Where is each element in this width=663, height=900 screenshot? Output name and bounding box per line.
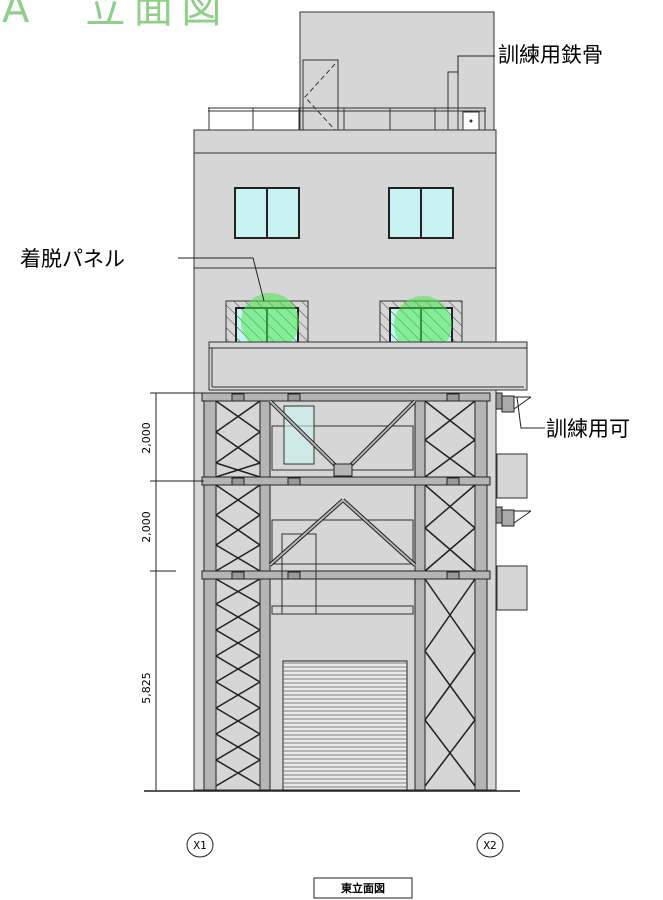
svg-text:X2: X2 (483, 839, 496, 852)
dimension-middle: 2,000 (140, 511, 153, 543)
caption-box (313, 877, 413, 899)
dimension-lower: 5,825 (140, 672, 153, 704)
axis-marker-x1: X1 (186, 832, 214, 858)
svg-text:X1: X1 (193, 839, 206, 852)
penthouse-door (302, 59, 339, 135)
side-balcony-1 (496, 453, 528, 499)
highlight-marker-right (394, 296, 452, 354)
side-balcony-2 (496, 565, 528, 611)
drawing-title: A 立面図 (2, 0, 229, 32)
steel-training-frame (201, 392, 491, 791)
upper-window-right (388, 187, 454, 239)
training-movable-bracket-upper (495, 392, 545, 429)
training-movable-bracket-lower (495, 506, 532, 527)
drawing-caption: 東立面図 (341, 881, 385, 895)
dimension-line (150, 392, 204, 792)
label-training-steel: 訓練用鉄骨 (498, 43, 603, 67)
label-training-movable: 訓練用可 (546, 417, 630, 441)
leader-removable-panel (178, 257, 265, 302)
axis-marker-x2: X2 (476, 832, 504, 858)
balcony-slab (208, 341, 528, 391)
highlight-marker-left (241, 293, 299, 351)
upper-window-left (234, 187, 300, 239)
rolling-shutter (282, 660, 408, 791)
roof-railing (208, 107, 486, 130)
label-removable-panel: 着脱パネル (20, 247, 125, 271)
dimension-upper: 2,000 (140, 422, 153, 454)
